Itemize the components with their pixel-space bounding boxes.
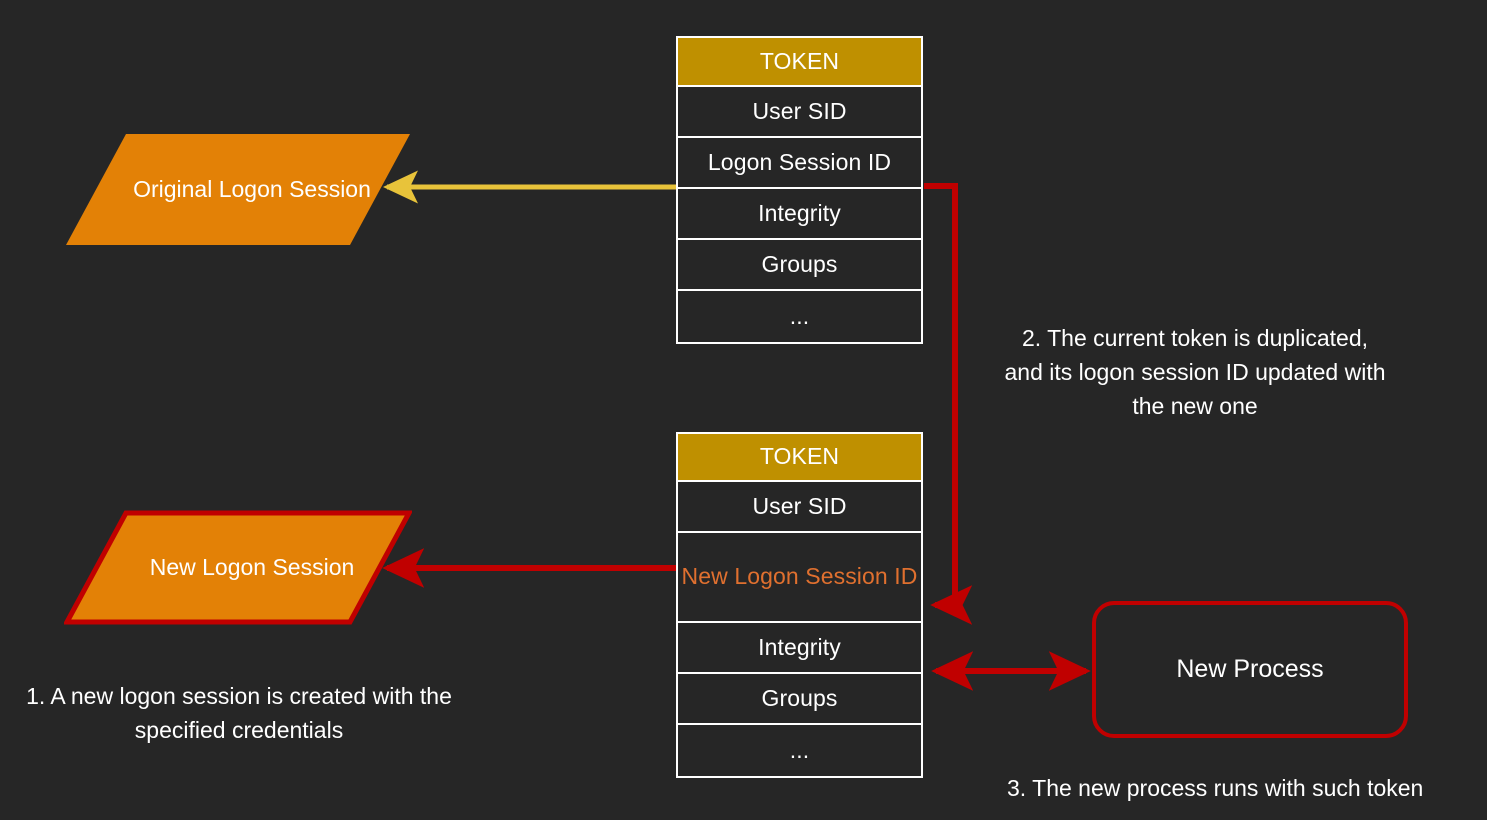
token-row-groups: Groups [678,240,921,291]
step-1-caption: 1. A new logon session is created with t… [26,683,452,743]
token-row-header: TOKEN [678,434,921,482]
step-2-caption: 2. The current token is duplicated, and … [1004,325,1386,419]
token-row-ellipsis: ... [789,736,810,763]
new-process-label: New Process [1176,655,1324,683]
original-logon-session-shape[interactable]: Original Logon Session [64,132,412,247]
new-logon-session-shape[interactable]: New Logon Session [64,510,412,625]
new-logon-session-label: New Logon Session [149,554,355,581]
token-row-new-logon-session-id: New Logon Session ID [678,533,921,623]
token-row-user-sid: User SID [678,87,921,138]
duplicated-token-table[interactable]: TOKEN User SID New Logon Session ID Inte… [676,432,923,778]
token-row-integrity: Integrity [678,623,921,674]
token-row-user-sid: User SID [678,482,921,533]
token-row-ellipsis: ... [789,302,810,329]
step-3-caption: 3. The new process runs with such token [1007,775,1424,801]
new-process-shape[interactable]: New Process [1092,601,1408,738]
token-row-header: TOKEN [678,38,921,87]
original-token-table[interactable]: TOKEN User SID Logon Session ID Integrit… [676,36,923,344]
original-logon-session-label: Original Logon Session [133,176,371,203]
token-row-integrity: Integrity [678,189,921,240]
connector-token-duplication-link [924,183,973,625]
token-row-groups: Groups [678,674,921,725]
token-row-logon-session-id: Logon Session ID [678,138,921,189]
